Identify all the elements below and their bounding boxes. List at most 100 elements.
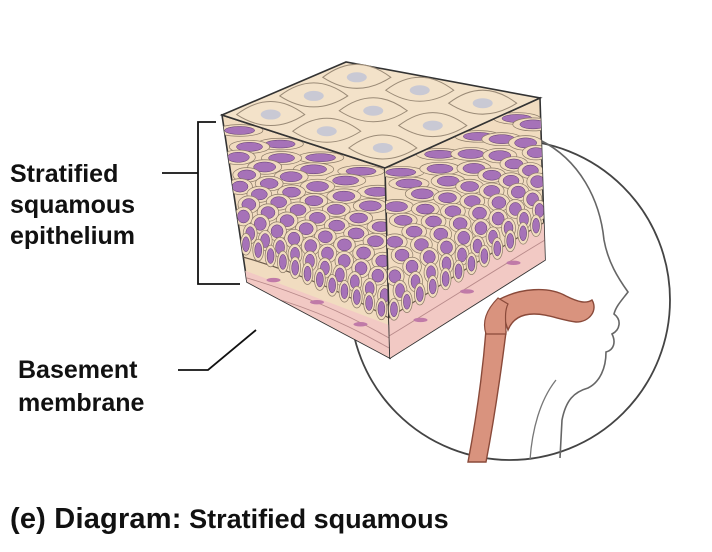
front-nucleus <box>377 301 386 317</box>
basement-leader <box>178 329 257 371</box>
surface-nucleus <box>472 98 493 109</box>
side-nucleus <box>441 271 450 287</box>
side-nucleus <box>438 192 457 204</box>
side-nucleus <box>428 278 437 295</box>
front-nucleus <box>237 209 250 224</box>
front-nucleus <box>337 238 352 252</box>
front-nucleus <box>231 180 249 193</box>
side-nucleus <box>395 283 405 298</box>
side-nucleus <box>474 221 488 235</box>
side-nucleus <box>482 169 502 181</box>
side-nucleus <box>394 248 410 262</box>
surface-nucleus <box>372 142 393 153</box>
front-nucleus <box>242 236 250 253</box>
side-nucleus <box>424 150 455 159</box>
side-nucleus <box>519 119 545 130</box>
front-nucleus <box>279 254 287 270</box>
front-nucleus <box>345 166 377 176</box>
side-nucleus <box>411 188 434 200</box>
side-nucleus <box>385 167 417 177</box>
pharynx <box>483 297 509 335</box>
side-nucleus <box>395 178 423 189</box>
surface-nucleus <box>422 120 443 131</box>
label-membrane: membrane <box>18 389 145 417</box>
side-nucleus <box>457 149 485 159</box>
front-nucleus <box>305 153 336 162</box>
side-nucleus <box>491 211 505 226</box>
figure-caption: (e) Diagram: Stratified squamous <box>10 503 449 535</box>
front-nucleus <box>251 188 268 201</box>
front-nucleus <box>303 265 312 282</box>
side-nucleus <box>457 247 467 263</box>
front-nucleus <box>266 248 275 264</box>
side-nucleus <box>526 147 545 158</box>
front-nucleus <box>227 152 250 163</box>
side-nucleus <box>416 286 424 302</box>
side-nucleus <box>403 294 411 310</box>
front-nucleus <box>356 246 371 260</box>
front-nucleus <box>371 221 390 232</box>
surface-nucleus <box>363 105 384 116</box>
label-epithelium: epithelium <box>10 222 136 250</box>
front-fibroblast <box>266 277 281 283</box>
caption-text: Stratified squamous <box>189 504 449 534</box>
side-nucleus <box>388 269 402 284</box>
side-nucleus <box>386 236 404 248</box>
front-nucleus <box>332 175 359 186</box>
front-nucleus <box>287 231 301 246</box>
front-nucleus <box>309 212 326 224</box>
side-nucleus <box>532 217 540 234</box>
epithelium-bracket <box>197 121 240 285</box>
side-fibroblast <box>506 260 521 266</box>
side-nucleus <box>480 248 489 264</box>
side-nucleus <box>416 203 435 215</box>
neck-line <box>529 379 557 461</box>
front-nucleus <box>354 261 368 276</box>
surface-nucleus <box>346 72 367 83</box>
front-nucleus <box>328 277 336 294</box>
front-nucleus <box>279 171 303 182</box>
front-nucleus <box>259 178 279 189</box>
side-nucleus <box>509 202 522 216</box>
tissue-block <box>219 61 546 360</box>
side-nucleus <box>460 181 479 192</box>
side-nucleus <box>511 185 526 199</box>
label-stratified: Stratified <box>10 160 119 188</box>
side-nucleus <box>425 215 442 228</box>
surface-nucleus <box>260 109 281 120</box>
front-nucleus <box>304 239 317 253</box>
side-nucleus <box>436 175 460 187</box>
front-nucleus <box>304 195 324 207</box>
side-nucleus <box>405 225 423 238</box>
side-nucleus <box>454 263 463 280</box>
front-nucleus <box>347 227 365 240</box>
front-nucleus <box>340 283 349 300</box>
front-nucleus <box>306 181 329 192</box>
front-nucleus <box>367 235 384 247</box>
label-basement: Basement <box>18 356 138 384</box>
front-nucleus <box>353 289 361 305</box>
leaders <box>162 121 257 371</box>
front-nucleus <box>298 222 314 235</box>
front-nucleus <box>335 267 345 283</box>
side-nucleus <box>426 163 454 174</box>
front-basal-band <box>238 268 390 358</box>
front-nucleus <box>327 204 346 215</box>
front-nucleus <box>371 268 385 283</box>
front-nucleus <box>236 142 263 152</box>
side-fibroblast <box>413 317 428 323</box>
front-nucleus <box>289 204 307 216</box>
front-nucleus <box>332 190 356 202</box>
surface-nucleus <box>316 126 337 137</box>
front-nucleus <box>359 200 382 212</box>
front-nucleus <box>365 295 373 311</box>
side-nucleus <box>506 233 514 249</box>
front-cells <box>222 124 390 327</box>
side-nucleus <box>467 255 476 272</box>
label-squamous: squamous <box>10 191 136 219</box>
front-nucleus <box>254 242 262 258</box>
front-nucleus <box>349 212 368 224</box>
side-nucleus <box>462 163 486 174</box>
front-nucleus <box>270 224 284 239</box>
